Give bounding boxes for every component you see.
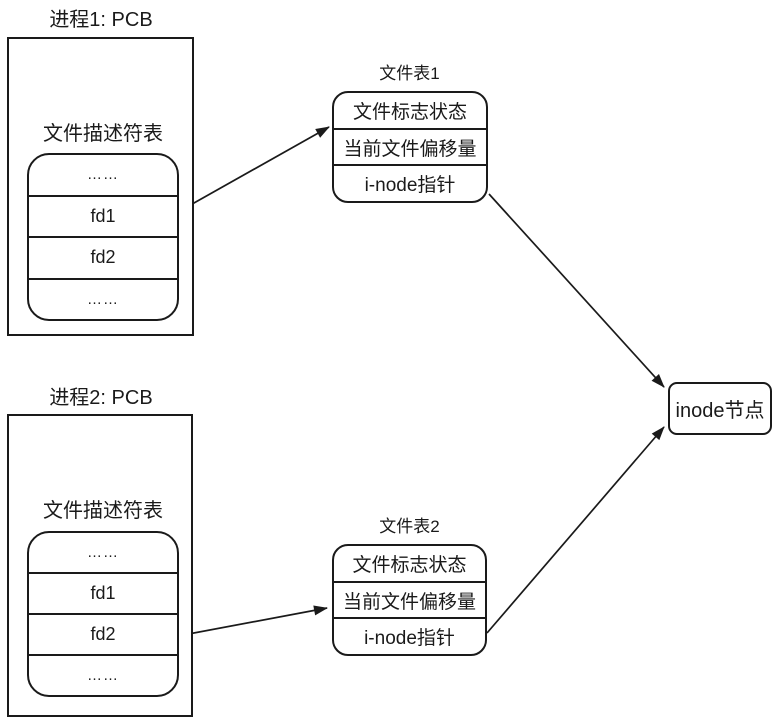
- file-table-row-offset: 当前文件偏移量: [334, 127, 486, 165]
- fd-row-fd1: fd1: [29, 194, 177, 237]
- file-table2-box: 文件标志状态 当前文件偏移量 i-node指针: [332, 544, 487, 656]
- process2-pcb-box: 文件描述符表 …… fd1 fd2 ……: [7, 414, 193, 717]
- file-table-row-inode-pointer: i-node指针: [334, 164, 486, 201]
- process1-title: 进程1: PCB: [49, 9, 153, 31]
- arrow-file-table2-to-inode: [486, 426, 665, 634]
- file-table-row-flags: 文件标志状态: [352, 554, 467, 576]
- file-table-row-inode-pointer: i-node指针: [334, 617, 485, 654]
- inode-node-box: inode节点: [668, 382, 772, 435]
- arrow-fd2-to-file-table2: [177, 605, 328, 637]
- file-table2-title: 文件表2: [379, 517, 440, 536]
- process2-fd-table-label: 文件描述符表: [43, 500, 163, 522]
- process1-fd-table: …… fd1 fd2 ……: [27, 153, 179, 321]
- fd-row-fd1: fd1: [29, 572, 177, 613]
- file-table1-box: 文件标志状态 当前文件偏移量 i-node指针: [332, 91, 488, 203]
- fd-row-ellipsis: ……: [87, 544, 119, 561]
- fd-row-fd2: fd2: [29, 236, 177, 278]
- process2-fd-table: …… fd1 fd2 ……: [27, 531, 179, 697]
- process2-title: 进程2: PCB: [49, 387, 153, 409]
- fd-row-ellipsis: ……: [29, 654, 177, 695]
- file-table-row-offset: 当前文件偏移量: [334, 580, 485, 618]
- fd-row-ellipsis: ……: [87, 166, 119, 184]
- fd-row-ellipsis: ……: [29, 277, 177, 320]
- fd-row-fd2: fd2: [29, 613, 177, 654]
- arrow-file-table1-to-inode: [488, 193, 665, 388]
- file-table1-title: 文件表1: [379, 64, 440, 83]
- process1-pcb-box: 文件描述符表 …… fd1 fd2 ……: [7, 37, 194, 336]
- process1-fd-table-label: 文件描述符表: [43, 123, 163, 145]
- file-table-row-flags: 文件标志状态: [352, 101, 467, 123]
- arrow-fd1-to-file-table1: [177, 126, 330, 213]
